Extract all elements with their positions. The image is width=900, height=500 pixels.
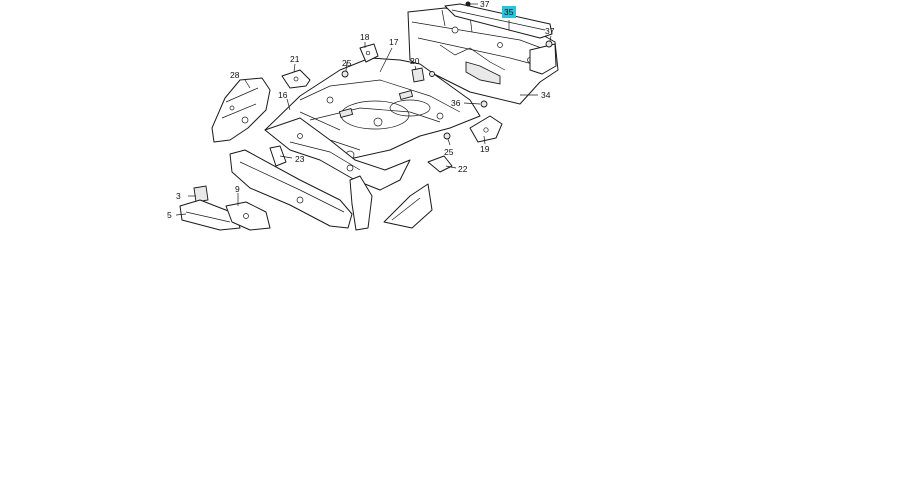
- bracket-part-21: [281, 69, 311, 89]
- bracket-part-19: [469, 115, 503, 143]
- leader-lines: [175, 3, 552, 216]
- fasteners: [341, 1, 553, 140]
- floor-extension-part: [264, 117, 411, 191]
- side-member-part: [229, 149, 353, 229]
- callout-20[interactable]: 20: [410, 56, 420, 66]
- callout-25-bottom[interactable]: 25: [444, 147, 454, 157]
- callout-23[interactable]: 23: [295, 154, 305, 164]
- bracket-part-22: [427, 155, 453, 173]
- callout-28[interactable]: 28: [230, 70, 240, 80]
- callout-18[interactable]: 18: [360, 32, 370, 42]
- callout-17[interactable]: 17: [389, 37, 399, 47]
- front-member-part: [179, 185, 271, 231]
- callout-37-top[interactable]: 37: [480, 0, 490, 9]
- bracket-part-23: [269, 145, 287, 167]
- highlight-box: [502, 6, 516, 18]
- callout-5[interactable]: 5: [167, 210, 172, 220]
- callout-36[interactable]: 36: [451, 98, 461, 108]
- lower-member-part: [349, 175, 433, 231]
- callout-3[interactable]: 3: [176, 191, 181, 201]
- callout-22[interactable]: 22: [458, 164, 468, 174]
- clip-part-20: [411, 67, 425, 83]
- callout-19[interactable]: 19: [480, 144, 490, 154]
- cross-member-part: [444, 3, 553, 39]
- callout-37-right[interactable]: 37: [545, 26, 555, 36]
- callout-9[interactable]: 9: [235, 184, 240, 194]
- callout-35[interactable]: 35: [504, 7, 514, 17]
- callout-34[interactable]: 34: [541, 90, 551, 100]
- bracket-part-18: [359, 43, 379, 63]
- side-frame-part: [211, 77, 271, 143]
- callout-16[interactable]: 16: [278, 90, 288, 100]
- callout-21[interactable]: 21: [290, 54, 300, 64]
- callout-25-top[interactable]: 25: [342, 58, 352, 68]
